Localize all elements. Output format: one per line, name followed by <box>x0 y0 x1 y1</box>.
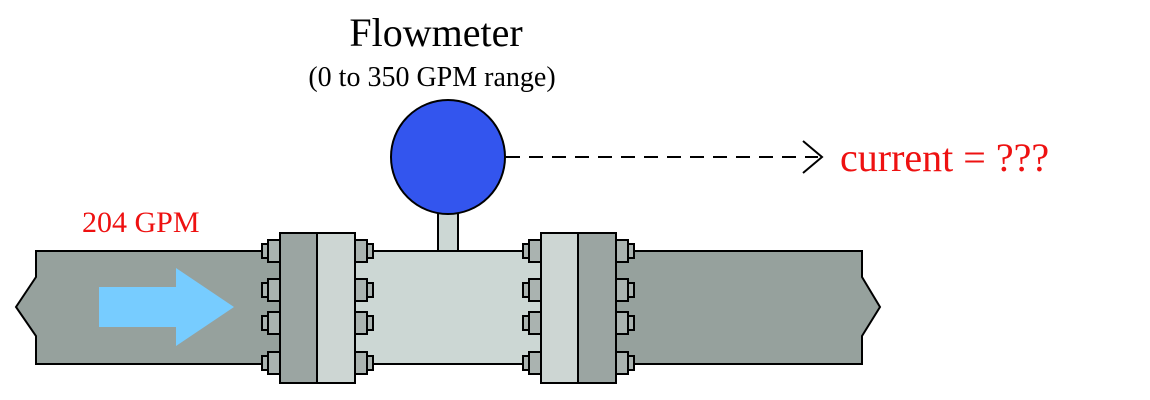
signal-arrowhead-icon <box>802 140 824 174</box>
bolt <box>522 351 542 375</box>
flow-rate-label: 204 GPM <box>82 206 200 239</box>
flowmeter-range: (0 to 350 GPM range) <box>308 62 555 93</box>
bolt <box>615 278 635 302</box>
bolt <box>615 351 635 375</box>
bolt <box>261 351 281 375</box>
bolt <box>522 278 542 302</box>
bolt <box>522 311 542 335</box>
right-flange-inner <box>540 232 580 384</box>
downstream-pipe <box>602 250 882 365</box>
meter-tube <box>354 250 544 365</box>
bolt <box>615 311 635 335</box>
bolt <box>354 311 374 335</box>
bolt <box>354 351 374 375</box>
bolt <box>354 239 374 263</box>
current-output-label: current = ??? <box>840 135 1049 180</box>
left-flange-inner <box>316 232 356 384</box>
bolt <box>615 239 635 263</box>
flowmeter-title: Flowmeter <box>349 10 522 55</box>
left-flange-outer <box>279 232 319 384</box>
bolt <box>261 278 281 302</box>
bolt <box>522 239 542 263</box>
bolt <box>261 239 281 263</box>
meter-stem <box>437 210 459 252</box>
meter-head <box>390 99 506 215</box>
right-flange-outer <box>577 232 617 384</box>
bolt <box>354 278 374 302</box>
bolt <box>261 311 281 335</box>
flow-arrow-icon <box>99 268 234 346</box>
